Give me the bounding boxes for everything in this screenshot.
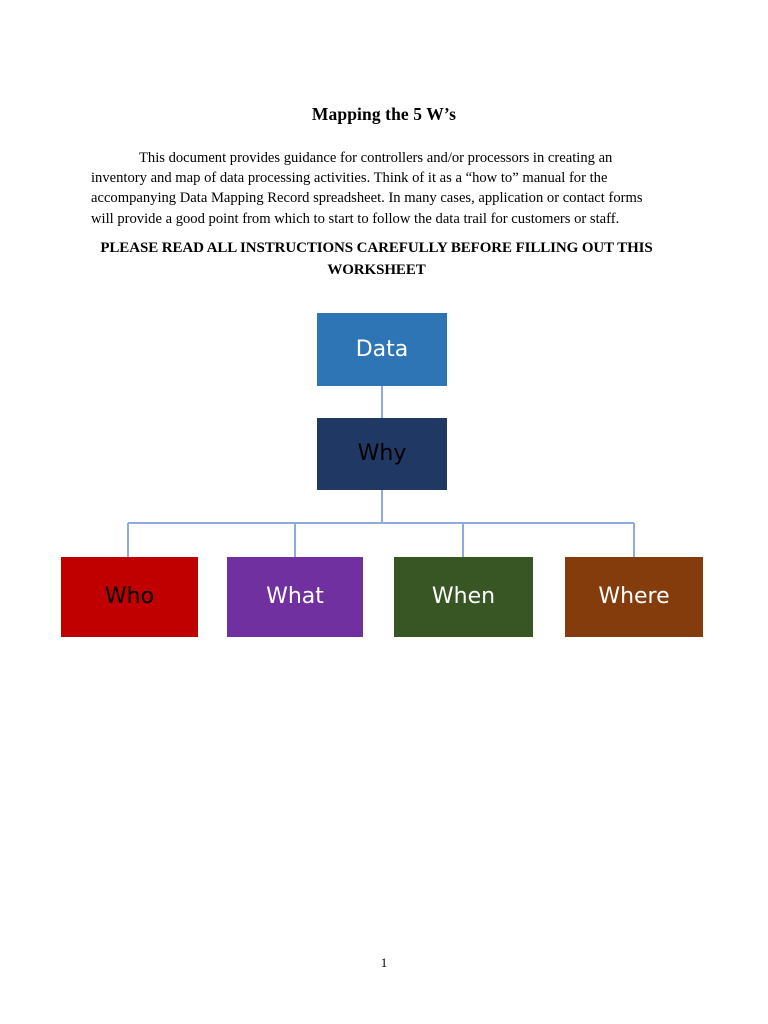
page-title: Mapping the 5 W’s xyxy=(311,103,457,124)
node-what[interactable]: What xyxy=(227,557,363,637)
node-when[interactable]: When xyxy=(394,557,533,637)
intro-paragraph: This document provides guidance for cont… xyxy=(91,149,643,227)
node-who-label: Who xyxy=(104,584,155,609)
node-what-label: What xyxy=(266,584,324,609)
instructions-notice: PLEASE READ ALL INSTRUCTIONS CAREFULLY B… xyxy=(100,240,653,278)
node-why[interactable]: Why xyxy=(317,418,447,490)
node-when-label: When xyxy=(431,584,496,609)
page-number: 1 xyxy=(380,955,388,970)
node-why-label: Why xyxy=(357,441,407,466)
node-where-label: Where xyxy=(598,584,670,609)
node-who[interactable]: Who xyxy=(61,557,198,637)
node-data-label: Data xyxy=(355,336,409,362)
node-data[interactable]: Data xyxy=(317,313,447,386)
node-where[interactable]: Where xyxy=(565,557,703,637)
